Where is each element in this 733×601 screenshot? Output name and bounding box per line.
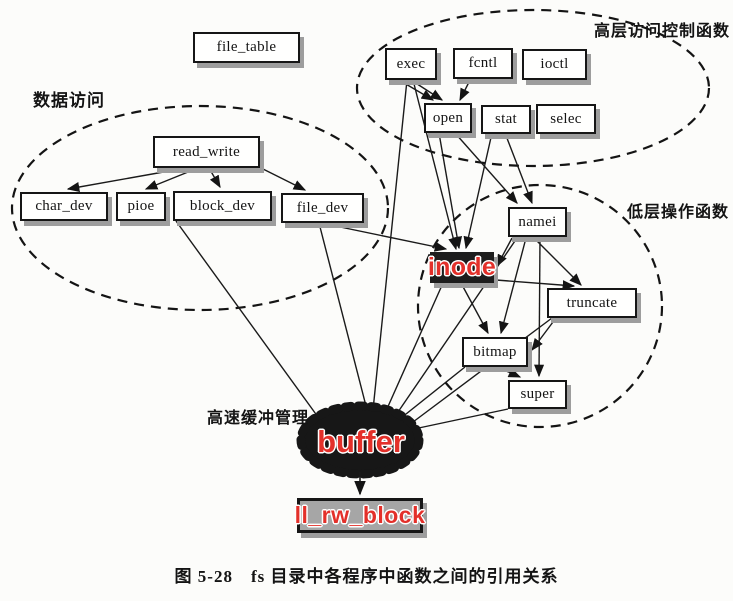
region-label-buffer-cache: 高速缓冲管理	[207, 410, 310, 427]
node-ll_rw_block: ll_rw_block	[295, 498, 425, 533]
node-buffer-label: buffer	[317, 424, 405, 459]
region-data-access-ellipse	[10, 104, 390, 312]
edge-exec-open-2	[410, 79, 444, 101]
edge-open-inode	[438, 132, 463, 250]
edge-file_dev-buffer	[318, 222, 367, 407]
node-selec: selec	[536, 104, 596, 134]
figure-caption: 图 5-28 fs 目录中各程序中函数之间的引用关系	[174, 567, 559, 586]
edge-inode-truncate	[495, 279, 576, 291]
region-label-high-level-control: 高层访问控制函数	[594, 23, 731, 40]
edge-read_write-char_dev	[66, 167, 187, 192]
region-low-level-ops-ellipse	[416, 183, 664, 429]
edge-truncate-buffer	[408, 317, 553, 426]
edge-open-namei	[454, 132, 518, 204]
edge-exec-inode	[412, 79, 459, 251]
region-label-low-level-ops: 低层操作函数	[627, 204, 730, 221]
edge-bitmap-super	[496, 366, 522, 378]
edge-read_write-pioe	[144, 167, 199, 190]
node-inode: inode	[427, 252, 497, 283]
region-high-level-control-ellipse	[355, 8, 711, 168]
edge-super-buffer	[413, 408, 509, 430]
node-ioctl: ioctl	[522, 49, 587, 80]
edge-inode-buffer	[385, 282, 444, 412]
edge-namei-inode	[496, 237, 513, 268]
node-file_dev: file_dev	[281, 193, 364, 223]
edge-truncate-bitmap	[531, 317, 557, 352]
edge-exec-buffer	[372, 79, 408, 411]
node-truncate: truncate	[547, 288, 637, 318]
edge-fcntl-open	[459, 77, 472, 102]
node-read_write: read_write	[153, 136, 260, 168]
edge-namei-super	[534, 237, 545, 378]
edge-namei-buffer	[397, 237, 518, 413]
node-namei: namei	[508, 207, 567, 237]
node-super: super	[508, 380, 567, 409]
edge-namei-bitmap	[499, 237, 527, 335]
node-pioe: pioe	[116, 192, 166, 221]
node-char_dev: char_dev	[20, 192, 108, 221]
node-open: open	[424, 103, 472, 133]
diagram-edges	[66, 77, 582, 430]
edge-block_dev-buffer	[175, 220, 319, 418]
edge-file_dev-inode	[320, 222, 448, 252]
edge-namei-truncate	[533, 237, 582, 286]
edge-stat-inode	[463, 132, 493, 250]
node-bitmap: bitmap	[462, 337, 528, 367]
node-stat: stat	[481, 105, 531, 134]
edge-inode-bitmap	[460, 282, 489, 335]
edge-read_write-block_dev	[208, 167, 221, 189]
edge-stat-namei	[504, 132, 533, 205]
node-exec: exec	[385, 48, 437, 80]
node-file_table: file_table	[193, 32, 300, 63]
edge-read_write-file_dev	[256, 165, 307, 191]
edge-bitmap-buffer	[395, 366, 466, 423]
region-label-data-access: 数据访问	[33, 91, 105, 110]
node-fcntl: fcntl	[453, 48, 513, 79]
node-block_dev: block_dev	[173, 191, 272, 221]
